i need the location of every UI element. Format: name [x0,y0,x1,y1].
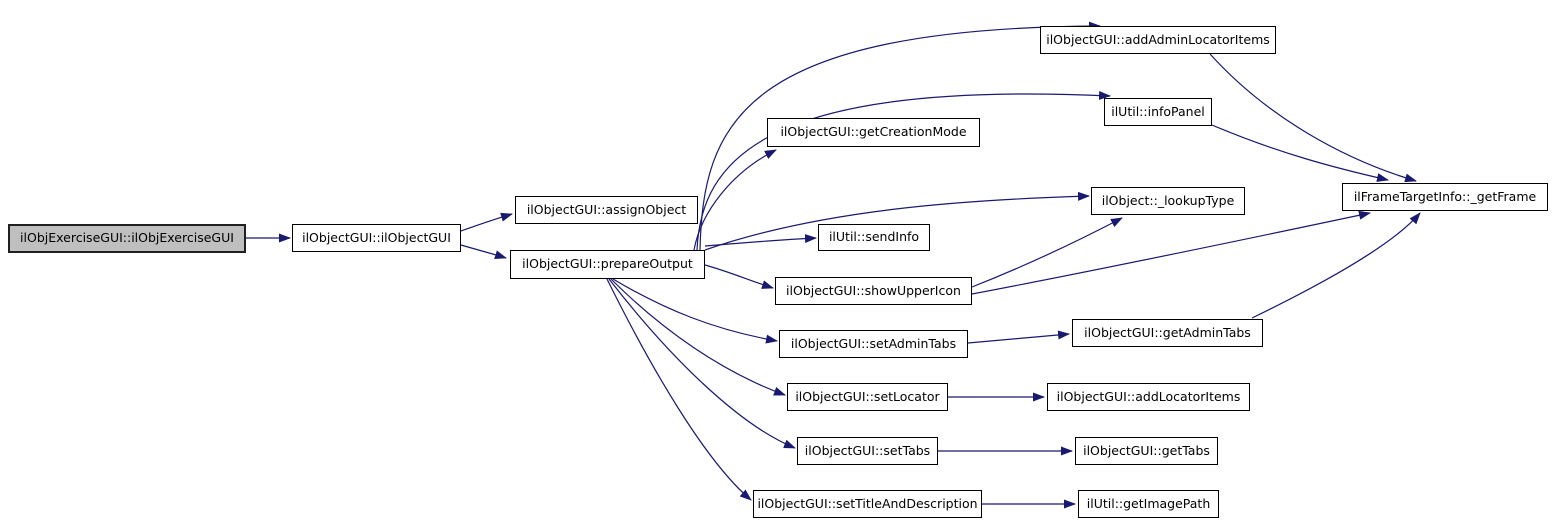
node-ilobjexercisegui: ilObjExerciseGUI::ilObjExerciseGUI [8,224,246,253]
node-getadmintabs[interactable]: ilObjectGUI::getAdminTabs [1072,319,1263,347]
node-gettabs[interactable]: ilObjectGUI::getTabs [1075,437,1218,465]
edge-addadminlocatoritems-getframe [1209,53,1417,183]
node-ilobjectgui-constructor[interactable]: ilObjectGUI::ilObjectGUI [292,224,461,252]
node-assignobject[interactable]: ilObjectGUI::assignObject [515,196,698,224]
edge-prepareoutput-settitleanddescription [606,278,752,501]
node-addlocatoritems[interactable]: ilObjectGUI::addLocatorItems [1047,383,1250,411]
edge-getadmintabs-getframe [1251,212,1421,319]
node-addadminlocatoritems[interactable]: ilObjectGUI::addAdminLocatorItems [1040,26,1276,54]
node-infopanel[interactable]: ilUtil::infoPanel [1104,98,1212,126]
edge-infopanel-getframe [1211,124,1389,182]
node-setadmintabs[interactable]: ilObjectGUI::setAdminTabs [779,330,968,358]
node-settabs[interactable]: ilObjectGUI::setTabs [797,437,938,465]
edge-showuppericon-lookuptype [971,217,1123,288]
edge-setadmintabs-getadmintabs [967,330,1070,344]
edge-ilobjectgui-prepareoutput [460,244,507,260]
edge-showuppericon-getframe [971,210,1371,295]
node-showuppericon[interactable]: ilObjectGUI::showUpperIcon [775,277,972,305]
node-getcreationmode[interactable]: ilObjectGUI::getCreationMode [767,118,980,147]
edge-ilobjectgui-assignobject [460,212,513,232]
node-prepareoutput[interactable]: ilObjectGUI::prepareOutput [510,250,705,279]
node-getimagepath[interactable]: ilUtil::getImagePath [1078,490,1219,518]
edge-prepareoutput-setlocator [610,278,786,396]
edge-prepareoutput-showuppericon [704,264,774,289]
node-lookuptype[interactable]: ilObject::_lookupType [1091,187,1245,215]
edge-prepareoutput-getcreationmode [693,149,777,251]
node-sendinfo[interactable]: ilUtil::sendInfo [818,224,930,251]
edge-prepareoutput-settabs [608,278,796,449]
node-getframe[interactable]: ilFrameTargetInfo::_getFrame [1342,183,1548,211]
edge-prepareoutput-sendinfo [704,234,817,247]
node-setlocator[interactable]: ilObjectGUI::setLocator [787,383,948,411]
node-settitleanddescription[interactable]: ilObjectGUI::setTitleAndDescription [753,490,982,518]
edge-prepareoutput-setadmintabs [612,278,778,344]
